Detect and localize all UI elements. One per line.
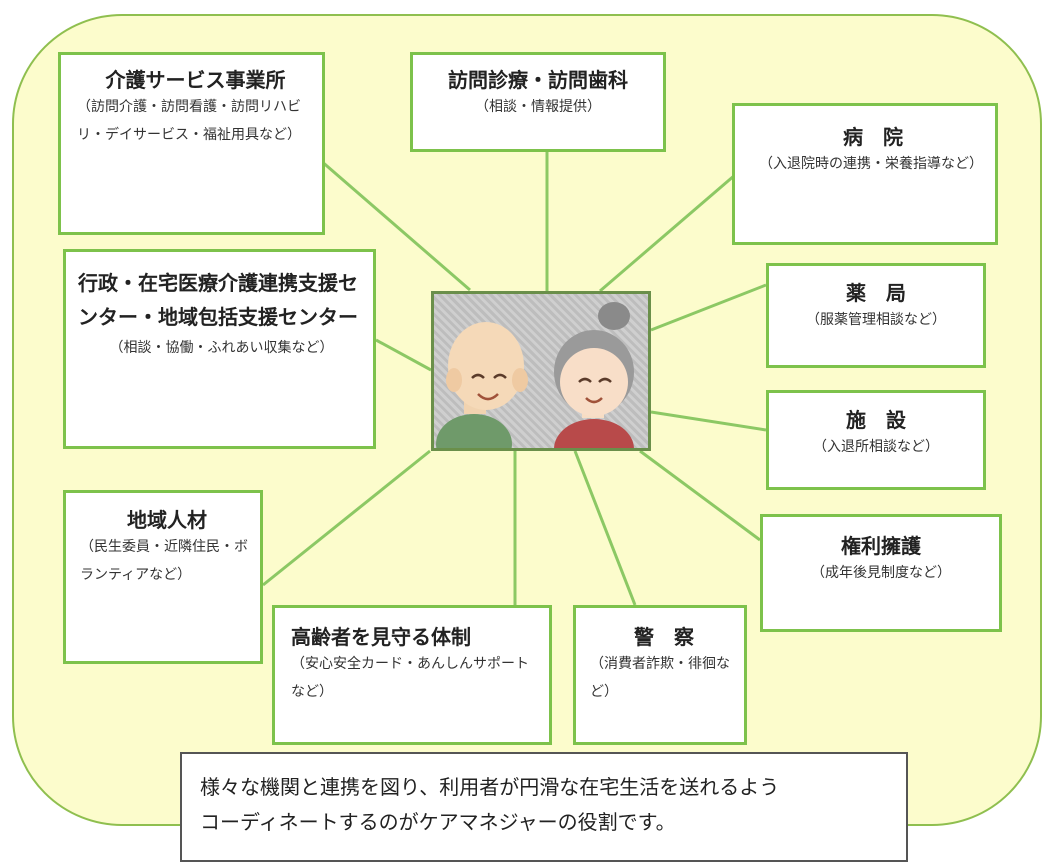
node-byouin-desc: （入退院時の連携・栄養指導など） <box>759 156 983 172</box>
node-kaigo-title: 介護サービス事業所 <box>105 68 286 92</box>
node-keisatsu-title: 警 察 <box>634 625 694 649</box>
node-gyousei: 行政・在宅医療介護連携支援センター・地域包括支援センター （相談・協働・ふれあい… <box>63 249 376 449</box>
node-kenri-desc: （成年後見制度など） <box>811 565 951 581</box>
node-byouin-title: 病 院 <box>843 125 903 149</box>
node-shisetsu-title: 施 設 <box>846 408 906 432</box>
elderly-couple-drawing <box>436 302 634 448</box>
node-yakkyoku: 薬 局 （服薬管理相談など） <box>766 263 986 368</box>
node-chiiki: 地域人材 （民生委員・近隣住民・ボランティアなど） <box>63 490 263 664</box>
node-gyousei-title: 行政・在宅医療介護連携支援センター・地域包括支援センター <box>78 271 358 329</box>
role-description-box: 様々な機関と連携を図り、利用者が円滑な在宅生活を送れるよう コーディネートするの… <box>180 752 908 862</box>
node-shisetsu-desc: （入退所相談など） <box>813 439 939 455</box>
node-chiiki-desc: （民生委員・近隣住民・ボランティアなど） <box>80 539 248 583</box>
node-chiiki-title: 地域人材 <box>127 508 207 532</box>
node-keisatsu-desc: （消費者詐欺・徘徊など） <box>590 656 730 700</box>
node-houmon: 訪問診療・訪問歯科 （相談・情報提供） <box>410 52 666 152</box>
node-houmon-desc: （相談・情報提供） <box>475 99 601 115</box>
role-description-line1: 様々な機関と連携を図り、利用者が円滑な在宅生活を送れるよう <box>200 775 780 799</box>
node-koureisha-desc: （安心安全カード・あんしんサポートなど） <box>291 656 529 700</box>
node-byouin: 病 院 （入退院時の連携・栄養指導など） <box>732 103 998 245</box>
node-koureisha-title: 高齢者を見守る体制 <box>291 625 471 649</box>
node-koureisha: 高齢者を見守る体制 （安心安全カード・あんしんサポートなど） <box>272 605 552 745</box>
node-shisetsu: 施 設 （入退所相談など） <box>766 390 986 490</box>
node-keisatsu: 警 察 （消費者詐欺・徘徊など） <box>573 605 747 745</box>
node-kenri-title: 権利擁護 <box>841 534 921 558</box>
node-houmon-title: 訪問診療・訪問歯科 <box>448 68 628 92</box>
node-yakkyoku-desc: （服薬管理相談など） <box>806 312 946 328</box>
role-description-line2: コーディネートするのがケアマネジャーの役割です。 <box>200 810 676 834</box>
node-kenri: 権利擁護 （成年後見制度など） <box>760 514 1002 632</box>
elderly-couple-illustration <box>431 291 651 451</box>
node-kaigo: 介護サービス事業所 （訪問介護・訪問看護・訪問リハビリ・デイサービス・福祉用具な… <box>58 52 325 235</box>
node-yakkyoku-title: 薬 局 <box>846 281 906 305</box>
node-gyousei-desc: （相談・協働・ふれあい収集など） <box>109 340 334 356</box>
node-kaigo-desc: （訪問介護・訪問看護・訪問リハビリ・デイサービス・福祉用具など） <box>77 99 301 143</box>
